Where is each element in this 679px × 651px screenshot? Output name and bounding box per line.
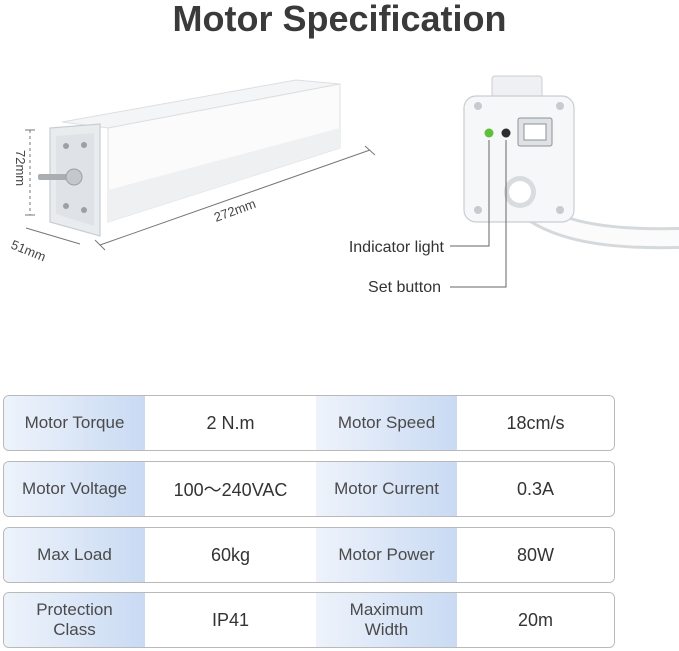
spec-label: Max Load (4, 528, 145, 582)
height-dimension-label: 72mm (13, 150, 28, 186)
spec-row: Protection Class IP41 Maximum Width 20m (3, 592, 615, 648)
spec-value: IP41 (145, 593, 316, 647)
set-button-icon (501, 128, 511, 138)
length-dimension-label: 272mm (212, 196, 258, 225)
set-button-label: Set button (368, 279, 441, 296)
spec-label: Motor Torque (4, 396, 145, 450)
spec-label: Maximum Width (316, 593, 457, 647)
product-illustration: 72mm 51mm 272mm Indicator light Set butt… (9, 75, 679, 296)
spec-value: 80W (457, 528, 614, 582)
spec-value: 20m (457, 593, 614, 647)
spec-row: Motor Torque 2 N.m Motor Speed 18cm/s (3, 395, 615, 451)
spec-row: Max Load 60kg Motor Power 80W (3, 527, 615, 583)
spec-label: Motor Current (316, 462, 457, 516)
spec-value: 18cm/s (457, 396, 614, 450)
indicator-light-icon (484, 128, 494, 138)
spec-value: 60kg (145, 528, 316, 582)
spec-label: Motor Speed (316, 396, 457, 450)
spec-label: Motor Power (316, 528, 457, 582)
spec-label: Protection Class (4, 593, 145, 647)
callout-lines (450, 140, 507, 288)
indicator-light-label: Indicator light (349, 239, 445, 256)
spec-value: 2 N.m (145, 396, 316, 450)
spec-value: 0.3A (457, 462, 614, 516)
spec-value: 100～240VAC (145, 462, 316, 516)
spec-row: Motor Voltage 100～240VAC Motor Current 0… (3, 461, 615, 517)
page-title: Motor Specification (172, 0, 507, 39)
depth-dimension-label: 51mm (9, 237, 48, 264)
motor-end-cap-illustration (463, 75, 679, 250)
spec-label: Motor Voltage (4, 462, 145, 516)
dimension-lines (25, 129, 376, 251)
motor-body-illustration (38, 79, 341, 237)
